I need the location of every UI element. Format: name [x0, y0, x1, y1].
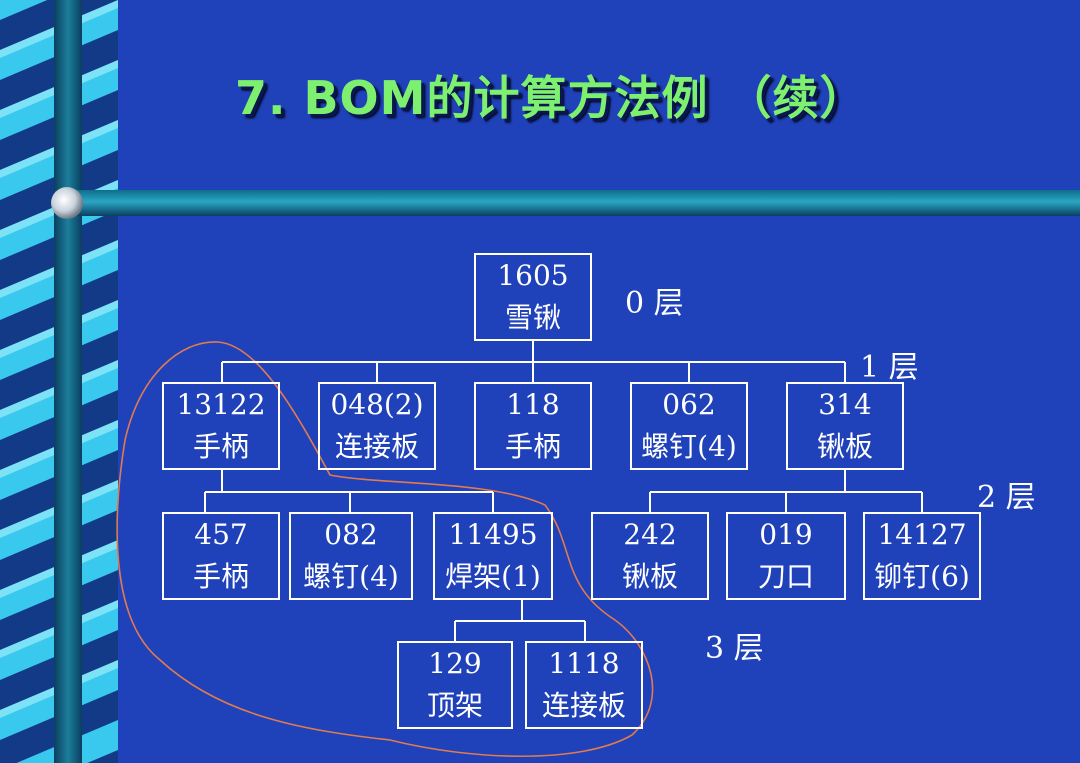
bom-node-l2b-0: 242 锹板 — [591, 512, 709, 600]
level-label-0: 0 层 — [625, 286, 684, 321]
bom-node-l1-3: 062 螺钉(4) — [630, 382, 748, 470]
node-code: 14127 — [877, 518, 967, 551]
highlight-curve — [116, 341, 654, 758]
bom-node-l2a-2: 11495 焊架(1) — [433, 512, 553, 600]
level-label-1: 1 层 — [860, 350, 919, 385]
bom-node-root: 1605 雪锹 — [474, 253, 592, 341]
node-name: 锹板 — [816, 430, 873, 463]
node-name: 手柄 — [192, 560, 249, 593]
node-code: 019 — [759, 518, 813, 551]
ball-joint — [51, 187, 83, 219]
node-code: 048(2) — [330, 388, 424, 421]
node-name: 手柄 — [192, 430, 249, 463]
node-code: 314 — [818, 388, 872, 421]
level-label-2: 2 层 — [977, 480, 1036, 515]
node-name: 连接板 — [334, 430, 419, 463]
node-code: 1605 — [497, 259, 569, 292]
vertical-pole — [54, 0, 82, 763]
horizontal-bar — [60, 190, 1080, 216]
bom-node-l1-4: 314 锹板 — [786, 382, 904, 470]
bom-node-l2b-2: 14127 铆钉(6) — [863, 512, 981, 600]
node-code: 13122 — [176, 388, 266, 421]
node-name: 顶架 — [426, 689, 483, 722]
node-name: 螺钉(4) — [303, 560, 399, 593]
bom-node-l1-1: 048(2) 连接板 — [318, 382, 436, 470]
node-code: 062 — [662, 388, 716, 421]
slide-title: 7. BOM的计算方法例 （续） — [235, 71, 867, 125]
node-code: 1118 — [548, 647, 620, 680]
level-label-3: 3 层 — [705, 631, 764, 666]
node-name: 螺钉(4) — [641, 430, 737, 463]
node-name: 锹板 — [621, 560, 678, 593]
bom-node-l1-0: 13122 手柄 — [162, 382, 280, 470]
bom-node-l1-2: 118 手柄 — [474, 382, 592, 470]
tree-connectors — [204, 340, 923, 641]
node-name: 铆钉(6) — [874, 560, 970, 593]
node-name: 雪锹 — [504, 301, 561, 334]
node-code: 082 — [324, 518, 378, 551]
node-code: 242 — [623, 518, 677, 551]
bom-node-l3-0: 129 顶架 — [397, 641, 513, 729]
bom-node-l2a-0: 457 手柄 — [162, 512, 280, 600]
node-code: 129 — [428, 647, 482, 680]
bom-node-l2a-1: 082 螺钉(4) — [289, 512, 413, 600]
node-code: 11495 — [448, 518, 538, 551]
node-name: 连接板 — [541, 689, 626, 722]
node-name: 焊架(1) — [445, 560, 541, 593]
bom-node-l3-1: 1118 连接板 — [525, 641, 643, 729]
node-code: 457 — [194, 518, 248, 551]
bom-node-l2b-1: 019 刀口 — [726, 512, 846, 600]
node-code: 118 — [506, 388, 560, 421]
node-name: 刀口 — [757, 560, 814, 593]
node-name: 手柄 — [504, 430, 561, 463]
